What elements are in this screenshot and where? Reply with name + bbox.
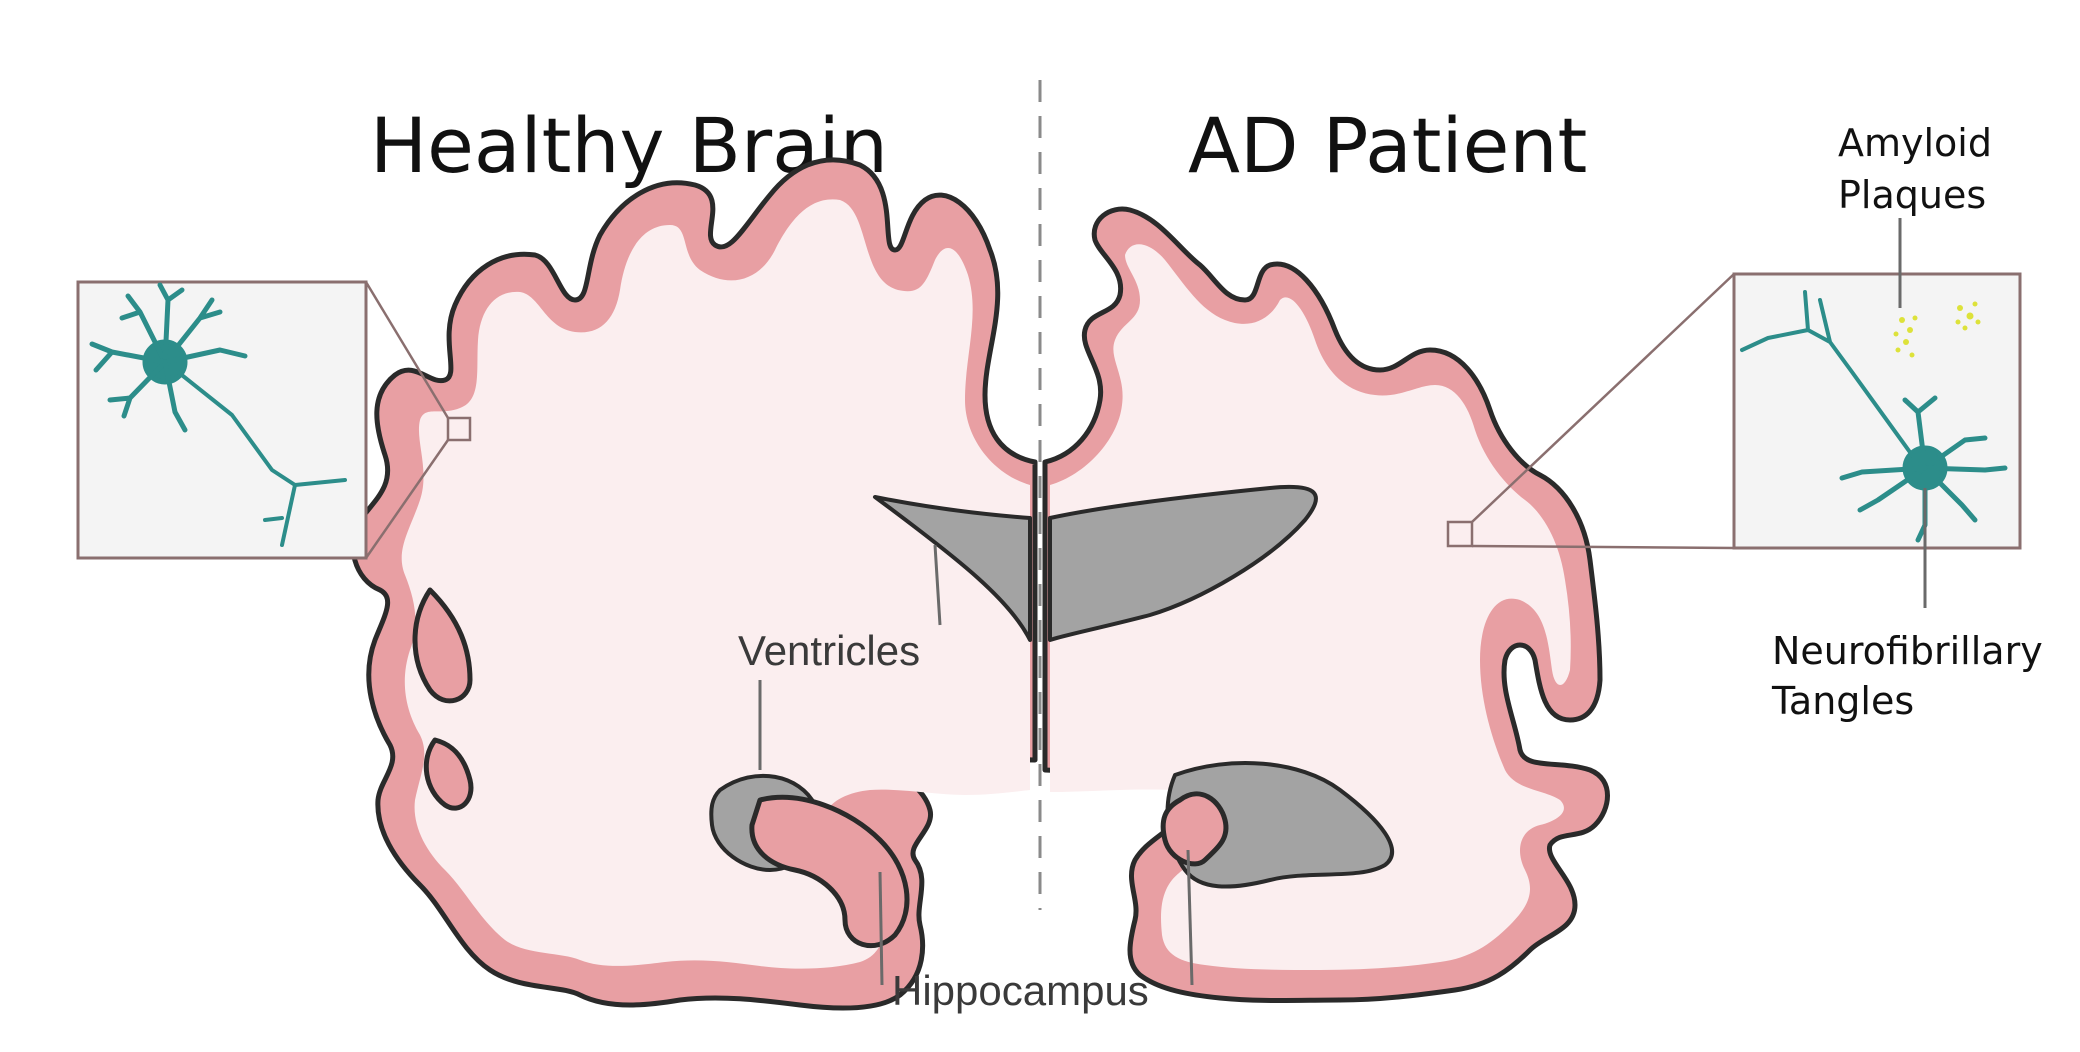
amyloid-plaque (1957, 305, 1963, 311)
amyloid-plaques (1893, 301, 1981, 358)
healthy-dendrite (162, 297, 223, 365)
ad-dendrite (1857, 465, 1928, 513)
ad-zoom-line (1471, 544, 1735, 550)
healthy-neuron-inset (76, 280, 472, 560)
amyloid-plaque (1962, 325, 1968, 331)
ad-neuron-inset (1446, 272, 2022, 550)
healthy-sample-box (446, 416, 472, 442)
hippocampus-leader-mid (878, 871, 884, 986)
tangles-label-line2: Tangles (1771, 679, 1914, 723)
ad-ventricle (1048, 485, 1318, 642)
healthy-hemisphere (350, 157, 1038, 1011)
ad-hippocampus (1160, 791, 1229, 867)
tangles-label-line1: Neurofibrillary (1772, 629, 2043, 673)
ad-hemisphere (1042, 206, 1610, 1003)
amyloid-plaque (1955, 319, 1961, 325)
ad-hippocampus-ventricle (1165, 761, 1394, 889)
ad-dendrite (1839, 465, 1928, 481)
ad-zoom-line (1471, 273, 1735, 523)
healthy-zoom-line (364, 439, 450, 559)
ad-dendrite (1922, 435, 1988, 471)
amyloid-plaque (1909, 352, 1915, 358)
healthy-axon (176, 370, 347, 547)
ventricles-leader (933, 544, 942, 626)
ad-sample-box (1446, 520, 1474, 548)
healthy-ventricle (873, 495, 1032, 642)
tangles-label: Neurofibrillary Tangles (1771, 629, 2055, 723)
amyloid-plaque (1893, 331, 1899, 337)
healthy-gyrus-pocket (423, 737, 474, 811)
healthy-dendrite (162, 347, 248, 365)
healthy-neuron (89, 282, 347, 547)
hippocampus-leader-right (1186, 849, 1194, 986)
healthy-dendrite (89, 341, 168, 373)
healthy-dendrite (157, 282, 185, 365)
amyloid-plaque (1975, 319, 1981, 325)
ad-dendrite (1922, 465, 1978, 523)
amyloid-plaque (1966, 312, 1974, 320)
amyloid-plaque (1972, 301, 1978, 307)
healthy-white-matter (401, 199, 1031, 969)
amyloid-plaque (1895, 347, 1901, 353)
amyloid-label-line2: Plaques (1838, 173, 1986, 217)
ad-neuron (1740, 290, 2008, 543)
amyloid-plaque (1912, 315, 1918, 321)
ad-axon (1740, 290, 1914, 457)
healthy-zoom-line (364, 281, 450, 419)
amyloid-plaques-label: Amyloid Plaques (1838, 121, 2004, 217)
ventricles-label: Ventricles (738, 627, 920, 674)
healthy-neuron-panel (76, 280, 368, 560)
healthy-gyrus-pocket (412, 587, 473, 704)
healthy-hippocampus (749, 794, 910, 949)
amyloid-plaque (1907, 327, 1913, 333)
ad-neuron-panel (1732, 272, 2022, 550)
ad-dendrite (1902, 395, 1938, 471)
amyloid-label-line1: Amyloid (1838, 121, 1992, 165)
healthy-dendrite (119, 293, 168, 365)
ad-dendrite (1922, 465, 2008, 473)
healthy-dendrite (162, 359, 188, 433)
healthy-dendrite (107, 359, 168, 419)
hippocampus-label: Hippocampus (892, 967, 1149, 1014)
amyloid-plaque (1899, 317, 1905, 323)
ad-patient-title: AD Patient (1188, 101, 1587, 190)
amyloid-plaque (1903, 339, 1909, 345)
